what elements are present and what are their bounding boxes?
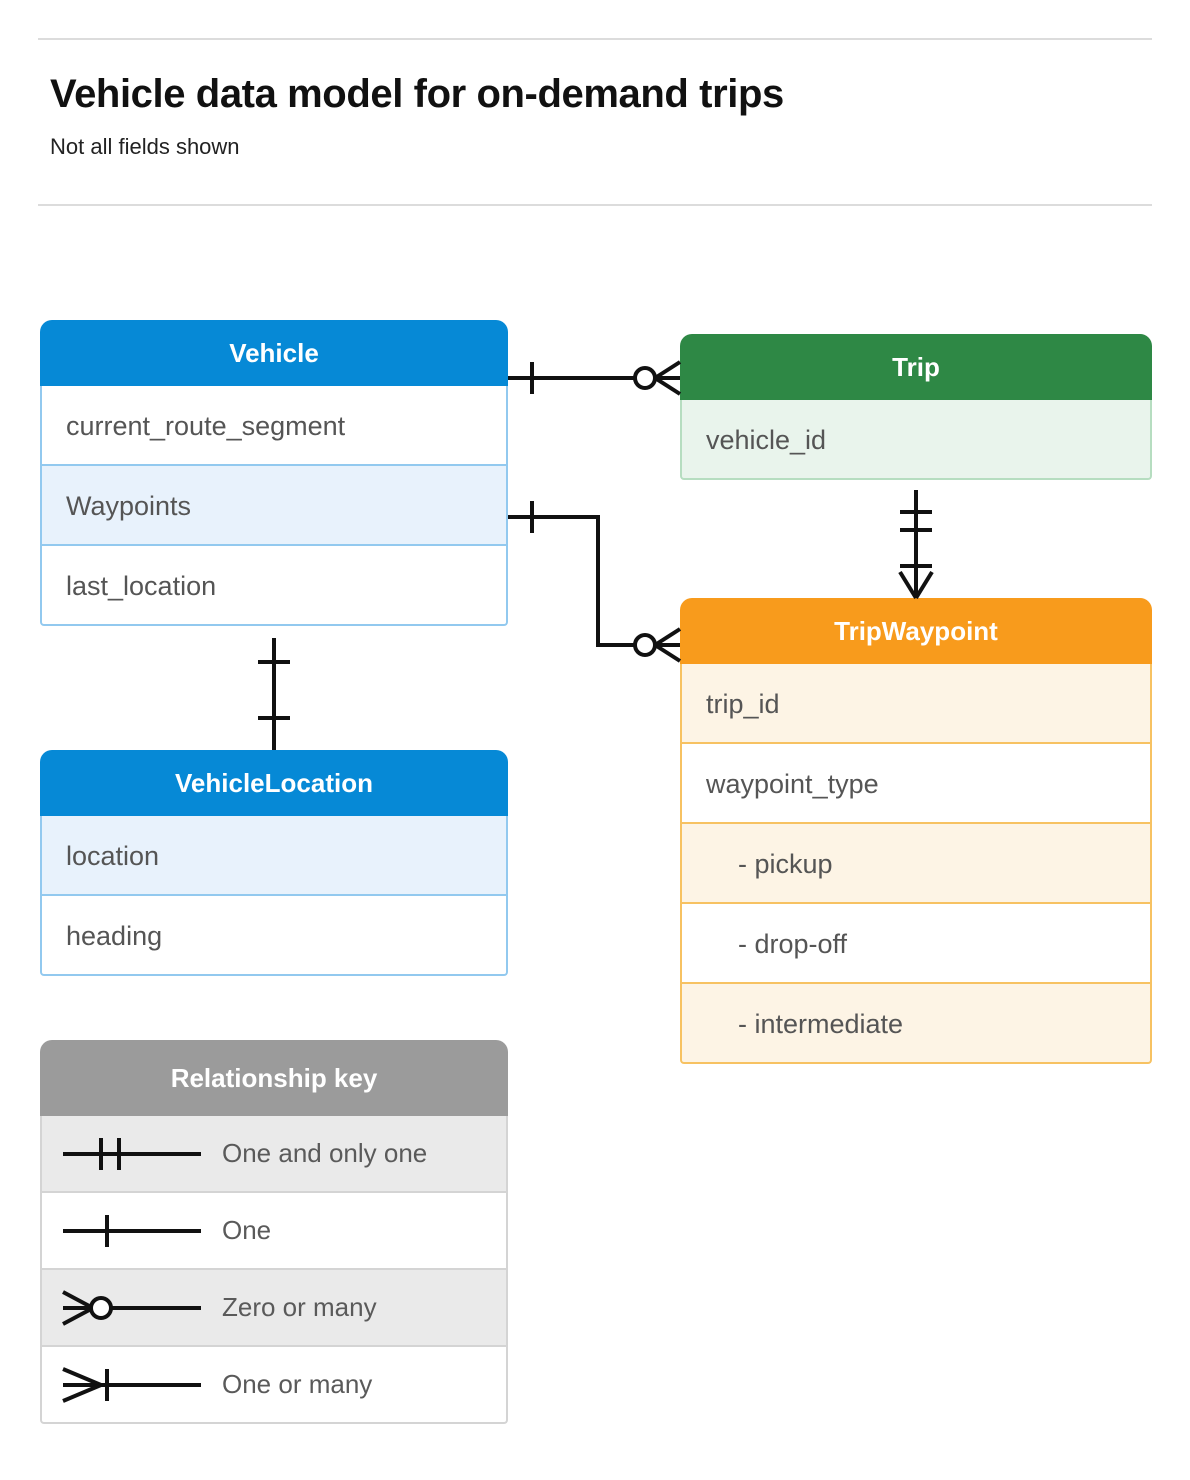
legend-label-one: One bbox=[222, 1215, 272, 1245]
entity-trip[interactable]: Trip vehicle_id bbox=[680, 334, 1152, 480]
page-title: Vehicle data model for on-demand trips bbox=[50, 72, 784, 116]
connector-waypoints-to-tripwaypoint bbox=[508, 501, 682, 663]
header-divider-bottom bbox=[38, 204, 1152, 206]
entity-trip-waypoint-enum-drop-off[interactable]: - drop-off bbox=[680, 904, 1152, 984]
entity-trip-title: Trip bbox=[680, 334, 1152, 400]
entity-trip-waypoint-field-trip-id[interactable]: trip_id bbox=[680, 664, 1152, 744]
legend-label-one-and-only-one: One and only one bbox=[222, 1138, 428, 1168]
entity-vehicle-location-title: VehicleLocation bbox=[40, 750, 508, 816]
legend-row-one-or-many: One or many bbox=[40, 1347, 508, 1424]
entity-trip-waypoint-enum-pickup[interactable]: - pickup bbox=[680, 824, 1152, 904]
legend-label-zero-or-many: Zero or many bbox=[222, 1292, 377, 1322]
connector-trip-to-tripwaypoint bbox=[898, 490, 934, 600]
entity-vehicle-field-waypoints[interactable]: Waypoints bbox=[40, 466, 508, 546]
one-icon bbox=[42, 1208, 222, 1254]
legend-label-one-or-many: One or many bbox=[222, 1369, 373, 1399]
entity-trip-waypoint-field-waypoint-type[interactable]: waypoint_type bbox=[680, 744, 1152, 824]
entity-vehicle-location-field-location[interactable]: location bbox=[40, 816, 508, 896]
entity-trip-field-vehicle-id[interactable]: vehicle_id bbox=[680, 400, 1152, 480]
zero-or-many-icon bbox=[42, 1285, 222, 1331]
page-subtitle: Not all fields shown bbox=[50, 134, 240, 159]
entity-vehicle[interactable]: Vehicle current_route_segment Waypoints … bbox=[40, 320, 508, 626]
entity-vehicle-field-last-location[interactable]: last_location bbox=[40, 546, 508, 626]
relationship-key-legend: Relationship key One and only one One bbox=[40, 1040, 508, 1424]
entity-trip-waypoint-enum-intermediate[interactable]: - intermediate bbox=[680, 984, 1152, 1064]
connector-vehicle-to-trip bbox=[508, 360, 682, 396]
entity-trip-waypoint-title: TripWaypoint bbox=[680, 598, 1152, 664]
one-and-only-one-icon bbox=[42, 1131, 222, 1177]
connector-vehicle-to-vehiclelocation bbox=[258, 638, 290, 750]
entity-trip-waypoint[interactable]: TripWaypoint trip_id waypoint_type - pic… bbox=[680, 598, 1152, 1064]
header-divider-top bbox=[38, 38, 1152, 40]
entity-vehicle-field-current-route-segment[interactable]: current_route_segment bbox=[40, 386, 508, 466]
legend-row-zero-or-many: Zero or many bbox=[40, 1270, 508, 1347]
entity-vehicle-title: Vehicle bbox=[40, 320, 508, 386]
one-or-many-icon bbox=[42, 1362, 222, 1408]
legend-row-one: One bbox=[40, 1193, 508, 1270]
legend-row-one-and-only-one: One and only one bbox=[40, 1116, 508, 1193]
entity-vehicle-location-field-heading[interactable]: heading bbox=[40, 896, 508, 976]
relationship-key-title: Relationship key bbox=[40, 1040, 508, 1116]
entity-vehicle-location[interactable]: VehicleLocation location heading bbox=[40, 750, 508, 976]
